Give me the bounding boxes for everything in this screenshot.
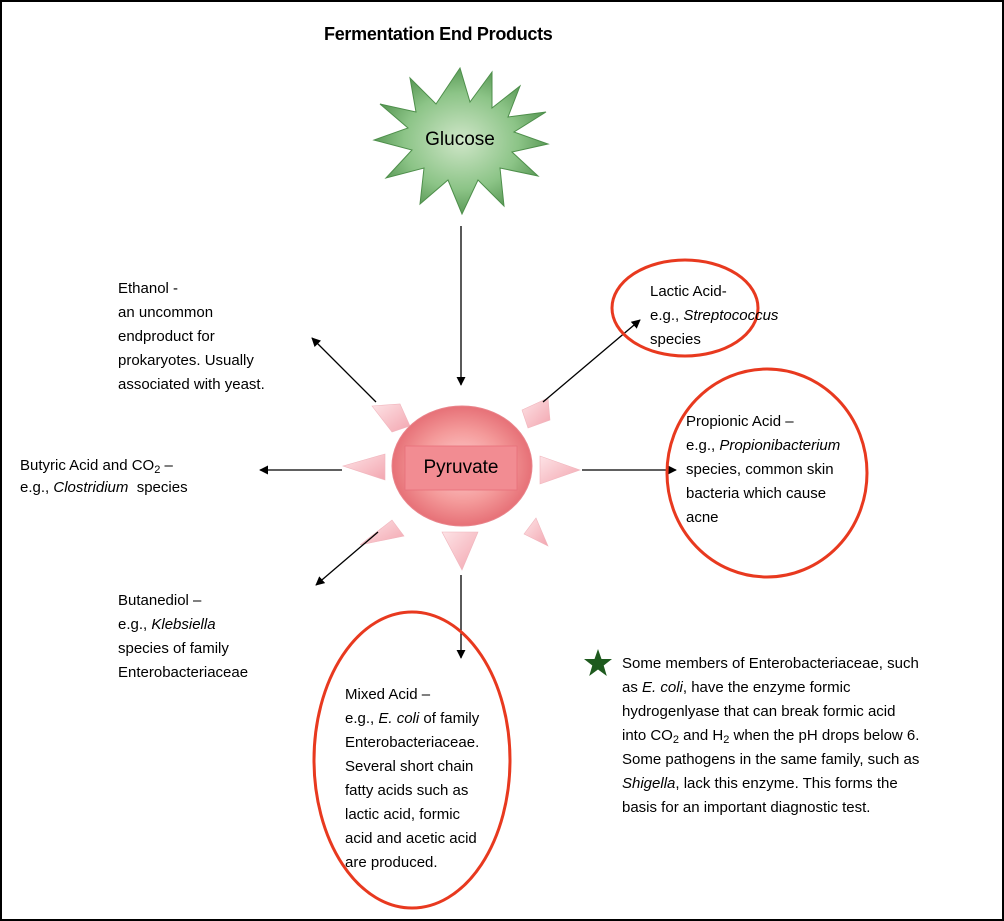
note-part: when the pH drops below 6. bbox=[729, 727, 920, 744]
mixed-acid-title: Mixed Acid – bbox=[345, 686, 431, 703]
eg-prefix: e.g., bbox=[650, 307, 684, 324]
mixed-acid-line: Enterobacteriaceae. bbox=[345, 734, 480, 751]
note-line: Some pathogens in the same family, such … bbox=[622, 751, 920, 768]
highlight-propionic-acid bbox=[665, 367, 869, 579]
arrow-to-butanediol bbox=[315, 531, 379, 586]
propionic-acid-line: bacteria which cause bbox=[686, 485, 827, 502]
subscript: 2 bbox=[723, 734, 730, 746]
lactic-acid-example: e.g., Streptococcus bbox=[650, 304, 778, 328]
glucose-label: Glucose bbox=[425, 129, 495, 150]
eg-prefix: e.g., bbox=[20, 479, 54, 496]
pyruvate-rays bbox=[341, 397, 581, 571]
propionic-acid-title: Propionic Acid – bbox=[686, 413, 794, 430]
pyruvate-box bbox=[404, 445, 518, 491]
butanediol-text: Butanediol – e.g., Klebsiella species of… bbox=[118, 589, 248, 685]
diagram-title: Fermentation End Products bbox=[324, 24, 553, 44]
ethanol-line: associated with yeast. bbox=[118, 376, 265, 393]
note-part: and H bbox=[678, 727, 724, 744]
enterobacteriaceae-note: Some members of Enterobacteriaceae, such… bbox=[622, 652, 919, 820]
note-line: Shigella, lack this enzyme. This forms t… bbox=[622, 772, 919, 796]
mixed-acid-example: e.g., E. coli of family bbox=[345, 707, 479, 731]
pyruvate-label: Pyruvate bbox=[423, 457, 499, 478]
organism-name: E. coli bbox=[642, 679, 683, 696]
butyric-acid-text: Butyric Acid and CO2 – e.g., Clostridium… bbox=[20, 455, 188, 499]
eg-prefix: e.g., bbox=[118, 616, 152, 633]
note-part: , have the enzyme formic bbox=[682, 679, 851, 696]
example-tail: of family bbox=[419, 710, 480, 727]
arrow-to-ethanol bbox=[311, 337, 377, 403]
organism-name: Shigella bbox=[622, 775, 676, 792]
glucose-starburst bbox=[372, 66, 550, 216]
highlight-lactic-acid bbox=[610, 258, 760, 358]
organism-name: Streptococcus bbox=[683, 307, 779, 324]
ethanol-line: Ethanol - bbox=[118, 280, 179, 297]
butyric-acid-example: e.g., Clostridium species bbox=[20, 477, 188, 499]
eg-prefix: e.g., bbox=[345, 710, 379, 727]
highlight-mixed-acid bbox=[312, 610, 512, 910]
lactic-acid-text: Lactic Acid- e.g., Streptococcus species bbox=[650, 280, 778, 352]
note-part: into CO bbox=[622, 727, 673, 744]
note-star-icon bbox=[584, 649, 612, 676]
butanediol-line: Enterobacteriaceae bbox=[118, 664, 249, 681]
mixed-acid-text: Mixed Acid – e.g., E. coli of family Ent… bbox=[345, 683, 479, 875]
butyric-title-part: Butyric Acid and CO bbox=[20, 457, 155, 474]
example-tail: species bbox=[128, 479, 188, 496]
arrow-to-lactic-acid bbox=[542, 319, 641, 403]
ethanol-text: Ethanol - an uncommon endproduct for pro… bbox=[118, 277, 265, 397]
note-part: as bbox=[622, 679, 643, 696]
butyric-acid-title: Butyric Acid and CO2 – bbox=[20, 455, 188, 477]
organism-name: E. coli bbox=[378, 710, 420, 727]
propionic-acid-line: acne bbox=[686, 509, 719, 526]
mixed-acid-line: lactic acid, formic bbox=[345, 806, 461, 823]
butanediol-line: species of family bbox=[118, 640, 229, 657]
organism-name: Propionibacterium bbox=[719, 437, 841, 454]
note-line: as E. coli, have the enzyme formic bbox=[622, 676, 919, 700]
mixed-acid-line: Several short chain bbox=[345, 758, 474, 775]
lactic-acid-line: species bbox=[650, 331, 701, 348]
organism-name: Clostridium bbox=[53, 479, 129, 496]
eg-prefix: e.g., bbox=[686, 437, 720, 454]
lactic-acid-title: Lactic Acid- bbox=[650, 283, 727, 300]
ethanol-line: endproduct for bbox=[118, 328, 215, 345]
subscript: 2 bbox=[672, 734, 679, 746]
subscript: 2 bbox=[154, 464, 161, 476]
note-part: , lack this enzyme. This forms the bbox=[675, 775, 898, 792]
propionic-acid-example: e.g., Propionibacterium bbox=[686, 434, 840, 458]
organism-name: Klebsiella bbox=[151, 616, 216, 633]
note-line: basis for an important diagnostic test. bbox=[622, 799, 871, 816]
butyric-title-part: – bbox=[160, 457, 173, 474]
ethanol-line: an uncommon bbox=[118, 304, 214, 321]
note-line: into CO2 and H2 when the pH drops below … bbox=[622, 724, 919, 748]
ethanol-line: prokaryotes. Usually bbox=[118, 352, 254, 369]
note-line: hydrogenlyase that can break formic acid bbox=[622, 703, 896, 720]
butanediol-example: e.g., Klebsiella bbox=[118, 613, 248, 637]
propionic-acid-text: Propionic Acid – e.g., Propionibacterium… bbox=[686, 410, 840, 530]
propionic-acid-line: species, common skin bbox=[686, 461, 834, 478]
mixed-acid-line: fatty acids such as bbox=[345, 782, 469, 799]
note-line: Some members of Enterobacteriaceae, such bbox=[622, 655, 919, 672]
mixed-acid-line: are produced. bbox=[345, 854, 438, 871]
mixed-acid-line: acid and acetic acid bbox=[345, 830, 477, 847]
butanediol-title: Butanediol – bbox=[118, 592, 202, 609]
